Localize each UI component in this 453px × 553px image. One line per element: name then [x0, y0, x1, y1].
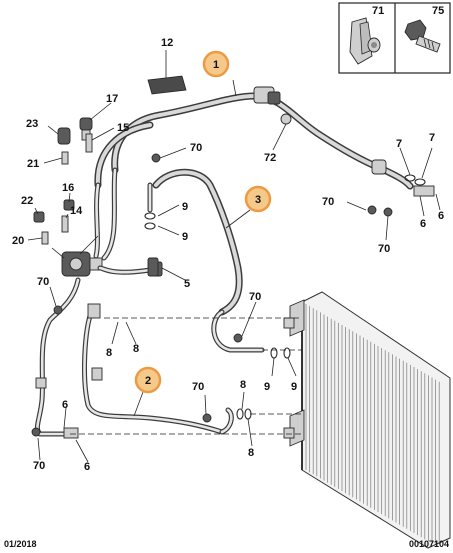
bolt-icon — [404, 19, 441, 53]
label-7-a: 7 — [396, 138, 402, 150]
seals-8-lower — [236, 408, 252, 420]
label-6-ra: 6 — [420, 218, 426, 230]
hose-2 — [82, 303, 234, 435]
label-70-rightb: 70 — [378, 243, 390, 255]
condenser-fins — [305, 304, 440, 544]
label-15: 15 — [117, 122, 129, 134]
hose-1 — [94, 86, 414, 190]
callout-1: 1 — [202, 50, 230, 78]
cap-22 — [33, 211, 45, 223]
callout-2-label: 2 — [145, 375, 151, 387]
footer-reference: 00107104 — [409, 539, 449, 549]
seals-9-upper — [144, 212, 156, 230]
schrader-15 — [85, 133, 93, 153]
footer: 01/2018 00107104 — [4, 539, 449, 549]
bolt-70-rightb — [383, 207, 393, 217]
label-14: 14 — [70, 205, 83, 217]
label-5: 5 — [184, 278, 190, 290]
core-14 — [61, 215, 69, 233]
label-8-a: 8 — [106, 347, 112, 359]
label-12: 12 — [161, 37, 173, 49]
label-70-top: 70 — [190, 142, 202, 154]
footer-date: 01/2018 — [4, 539, 37, 549]
callout-2: 2 — [134, 366, 162, 394]
bolt-70-top — [151, 153, 161, 163]
left-pipe — [34, 277, 81, 437]
label-8-c: 8 — [240, 379, 246, 391]
label-16: 16 — [62, 182, 74, 194]
clip-6-right — [413, 185, 435, 197]
callout-circle — [244, 185, 272, 213]
pad-12 — [147, 75, 187, 95]
label-8-b: 8 — [133, 343, 139, 355]
leader-lines — [27, 50, 441, 463]
label-6-bottom-left: 6 — [84, 461, 90, 473]
label-70-bottom-left: 70 — [33, 460, 45, 472]
callout-3-label: 3 — [255, 194, 261, 206]
alignment-lines — [70, 317, 302, 435]
label-70-mid: 70 — [249, 291, 261, 303]
callout-circle — [202, 50, 230, 78]
label-9-c: 9 — [264, 381, 270, 393]
bolt-70-left — [53, 305, 63, 315]
sensor-5 — [147, 257, 159, 277]
label-9-d: 9 — [291, 381, 297, 393]
label-23: 23 — [26, 118, 38, 130]
callout-1-label: 1 — [213, 59, 219, 71]
hose-3 — [147, 168, 265, 353]
label-20: 20 — [12, 235, 24, 247]
callout-circle — [134, 366, 162, 394]
label-75: 75 — [432, 5, 444, 17]
callout-3: 3 — [244, 185, 272, 213]
label-8-d: 8 — [248, 447, 254, 459]
inset-box: 71 75 — [338, 2, 451, 74]
bolt-70-bl — [31, 427, 41, 437]
label-17: 17 — [106, 93, 118, 105]
part-labels: 12 17 15 23 21 16 22 14 20 70 72 9 9 5 7… — [12, 37, 444, 473]
label-22: 22 — [21, 195, 33, 207]
bracket-clip-icon — [349, 17, 381, 65]
label-6-left: 6 — [62, 399, 68, 411]
clip-6-left — [63, 427, 79, 439]
label-9-a: 9 — [182, 201, 188, 213]
label-70-right: 70 — [322, 196, 334, 208]
label-72: 72 — [264, 152, 276, 164]
bolt-70-right — [367, 205, 377, 215]
label-9-b: 9 — [182, 231, 188, 243]
pin-21 — [61, 151, 69, 165]
valve-23 — [57, 127, 71, 145]
bolt-70-bm — [202, 413, 212, 423]
label-7-b: 7 — [429, 132, 435, 144]
label-6-rb: 6 — [438, 210, 444, 222]
condenser — [283, 291, 451, 549]
label-71: 71 — [372, 5, 384, 17]
seals-9-lower — [270, 347, 291, 359]
bolt-70-mid — [233, 333, 243, 343]
core-20 — [41, 231, 49, 245]
label-70-bottom-mid: 70 — [192, 381, 204, 393]
label-70-left: 70 — [37, 276, 49, 288]
label-21: 21 — [27, 158, 39, 170]
